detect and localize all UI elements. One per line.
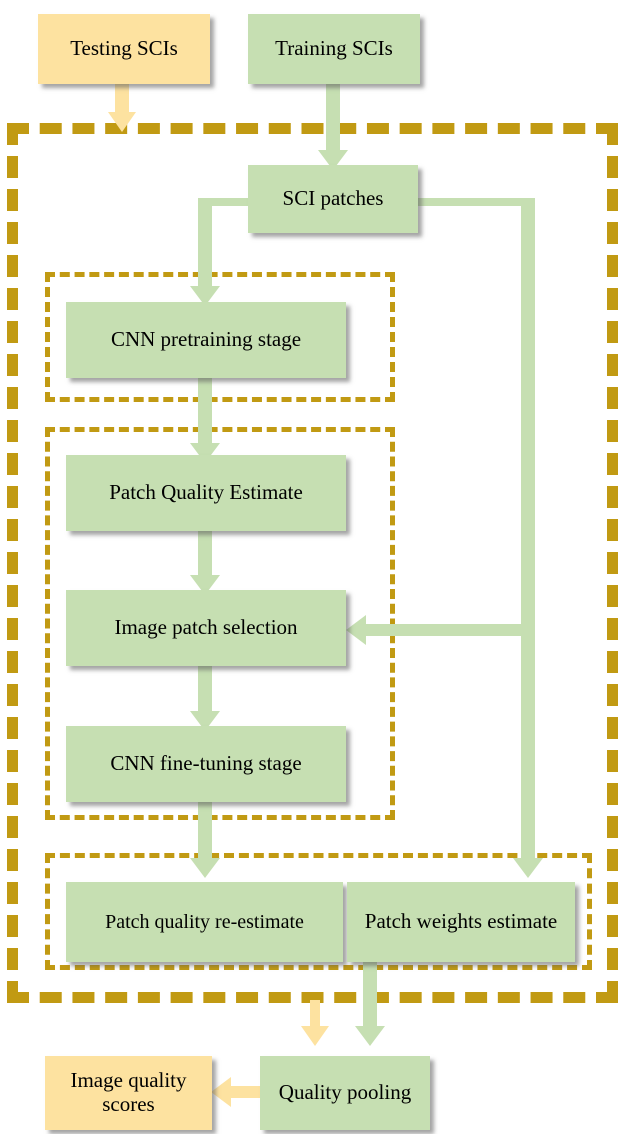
edge-patches-right-horizontal (414, 198, 535, 206)
outer-dashed-region (7, 123, 618, 1003)
node-label: Patch quality re-estimate (105, 910, 304, 933)
edge-finetuning-to-reestimate-arrowhead (190, 858, 220, 878)
edge-testing-arrowhead (108, 112, 136, 132)
edge-training-to-patches (326, 82, 340, 154)
edge-selection-to-finetuning (198, 665, 212, 717)
edge-patches-left-horizontal (198, 198, 252, 206)
node-cnn-fine-tuning-stage[interactable]: CNN fine-tuning stage (66, 726, 346, 802)
edge-pooling-block-to-quality-pooling (363, 960, 377, 1030)
node-patch-quality-estimate[interactable]: Patch Quality Estimate (66, 455, 346, 531)
node-cnn-pretraining-stage[interactable]: CNN pretraining stage (66, 302, 346, 378)
edge-patches-left-vertical (198, 198, 212, 290)
edge-to-selection-arrowhead (346, 615, 366, 645)
edge-pretraining-to-pqe (198, 376, 212, 448)
node-label: CNN pretraining stage (110, 327, 302, 352)
node-quality-pooling[interactable]: Quality pooling (260, 1056, 430, 1130)
edge-testing-to-border (115, 82, 129, 114)
edge-to-selection-horizontal (366, 624, 526, 636)
edge-patches-right-vertical (521, 198, 535, 860)
node-label: Training SCIs (275, 36, 393, 61)
node-image-patch-selection[interactable]: Image patch selection (66, 590, 346, 666)
pretraining-dashed-region (45, 272, 395, 402)
pooling-dashed-region (45, 853, 592, 970)
node-sci-patches[interactable]: SCI patches (248, 165, 418, 233)
node-label: Patch weights estimate (364, 909, 558, 934)
node-label: Testing SCIs (70, 36, 178, 61)
node-label: Patch Quality Estimate (109, 480, 303, 505)
edge-pooling-to-scores-arrowhead (211, 1077, 231, 1107)
edge-pqe-to-selection (198, 530, 212, 582)
node-training-scis[interactable]: Training SCIs (248, 14, 420, 84)
node-patch-weights-estimate[interactable]: Patch weights estimate (347, 882, 575, 962)
edge-finetuning-to-reestimate (198, 800, 212, 862)
edge-testing-path-arrowhead (301, 1026, 329, 1046)
edge-pooling-block-arrowhead (355, 1026, 385, 1046)
node-label: Image quality scores (70, 1068, 187, 1116)
node-label: CNN fine-tuning stage (110, 751, 302, 776)
edge-pooling-to-scores (231, 1086, 263, 1098)
edge-patches-to-pretraining-arrowhead (190, 286, 220, 306)
node-label: Image patch selection (114, 615, 298, 640)
edge-to-weights-arrowhead (513, 858, 543, 878)
node-patch-quality-re-estimate[interactable]: Patch quality re-estimate (66, 882, 343, 962)
node-label: SCI patches (282, 186, 384, 211)
node-image-quality-scores[interactable]: Image quality scores (45, 1056, 212, 1130)
edge-testing-path-to-pooling (310, 1000, 320, 1030)
finetuning-dashed-region (45, 427, 395, 820)
node-label: Quality pooling (278, 1080, 412, 1105)
node-testing-scis[interactable]: Testing SCIs (38, 14, 210, 84)
